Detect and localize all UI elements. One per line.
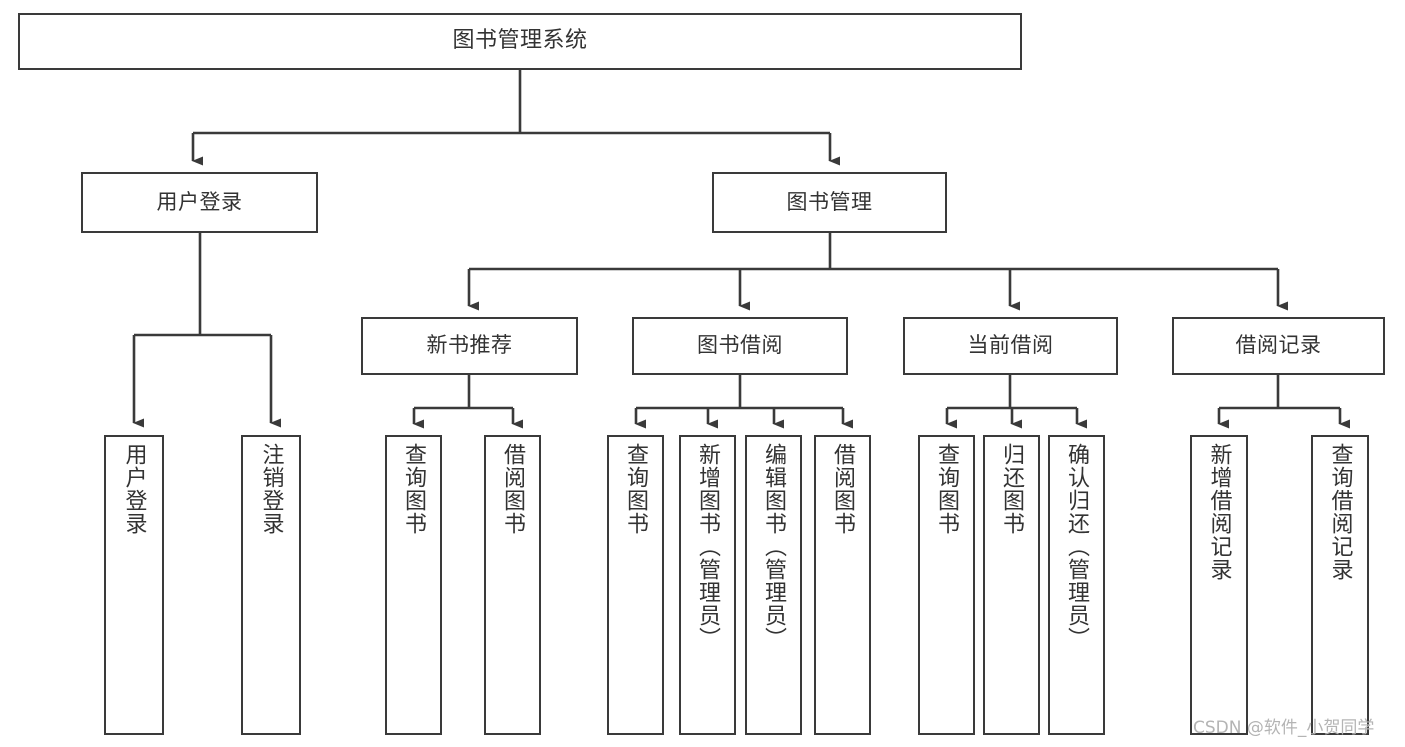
node-book-borrow[interactable]: 图书借阅 bbox=[632, 317, 848, 375]
node-leaf-confirm-return-label: 确认归还（管理员） bbox=[1064, 443, 1090, 650]
node-book-management-label: 图书管理 bbox=[786, 189, 873, 214]
node-current-borrow-label: 当前借阅 bbox=[967, 333, 1054, 358]
node-book-borrow-label: 图书借阅 bbox=[697, 333, 783, 358]
node-leaf-user-login[interactable]: 用户登录 bbox=[104, 435, 164, 735]
node-leaf-edit-book[interactable]: 编辑图书（管理员） bbox=[745, 435, 802, 735]
node-root-label: 图书管理系统 bbox=[452, 28, 588, 54]
node-leaf-logout-login[interactable]: 注销登录 bbox=[241, 435, 301, 735]
node-leaf-borrow-book-2[interactable]: 借阅图书 bbox=[814, 435, 871, 735]
node-leaf-borrow-book-1-label: 借阅图书 bbox=[500, 443, 526, 535]
node-leaf-query-book-3-label: 查询图书 bbox=[934, 443, 960, 535]
node-borrow-record[interactable]: 借阅记录 bbox=[1172, 317, 1385, 375]
node-leaf-query-borrow-record[interactable]: 查询借阅记录 bbox=[1311, 435, 1369, 735]
node-leaf-return-book[interactable]: 归还图书 bbox=[983, 435, 1040, 735]
node-leaf-add-book[interactable]: 新增图书（管理员） bbox=[679, 435, 736, 735]
node-leaf-add-borrow-record-label: 新增借阅记录 bbox=[1206, 443, 1232, 581]
node-leaf-return-book-label: 归还图书 bbox=[999, 443, 1025, 535]
node-book-management[interactable]: 图书管理 bbox=[712, 172, 947, 233]
node-leaf-user-login-label: 用户登录 bbox=[121, 443, 147, 535]
node-leaf-add-borrow-record[interactable]: 新增借阅记录 bbox=[1190, 435, 1248, 735]
node-leaf-add-book-label: 新增图书（管理员） bbox=[695, 443, 721, 650]
node-new-book-recommend[interactable]: 新书推荐 bbox=[361, 317, 578, 375]
node-leaf-query-book-3[interactable]: 查询图书 bbox=[918, 435, 975, 735]
node-new-book-recommend-label: 新书推荐 bbox=[426, 333, 513, 358]
node-root[interactable]: 图书管理系统 bbox=[18, 13, 1022, 70]
node-leaf-query-book-2[interactable]: 查询图书 bbox=[607, 435, 664, 735]
node-leaf-query-borrow-record-label: 查询借阅记录 bbox=[1327, 443, 1353, 581]
node-leaf-edit-book-label: 编辑图书（管理员） bbox=[761, 443, 787, 650]
node-leaf-query-book-2-label: 查询图书 bbox=[623, 443, 649, 535]
node-leaf-query-book-1-label: 查询图书 bbox=[401, 443, 427, 535]
node-user-login[interactable]: 用户登录 bbox=[81, 172, 318, 233]
node-leaf-confirm-return[interactable]: 确认归还（管理员） bbox=[1048, 435, 1105, 735]
node-leaf-query-book-1[interactable]: 查询图书 bbox=[385, 435, 442, 735]
node-leaf-logout-login-label: 注销登录 bbox=[258, 443, 284, 535]
node-leaf-borrow-book-1[interactable]: 借阅图书 bbox=[484, 435, 541, 735]
node-user-login-label: 用户登录 bbox=[156, 189, 243, 214]
node-current-borrow[interactable]: 当前借阅 bbox=[903, 317, 1118, 375]
node-borrow-record-label: 借阅记录 bbox=[1235, 333, 1322, 358]
node-leaf-borrow-book-2-label: 借阅图书 bbox=[830, 443, 856, 535]
